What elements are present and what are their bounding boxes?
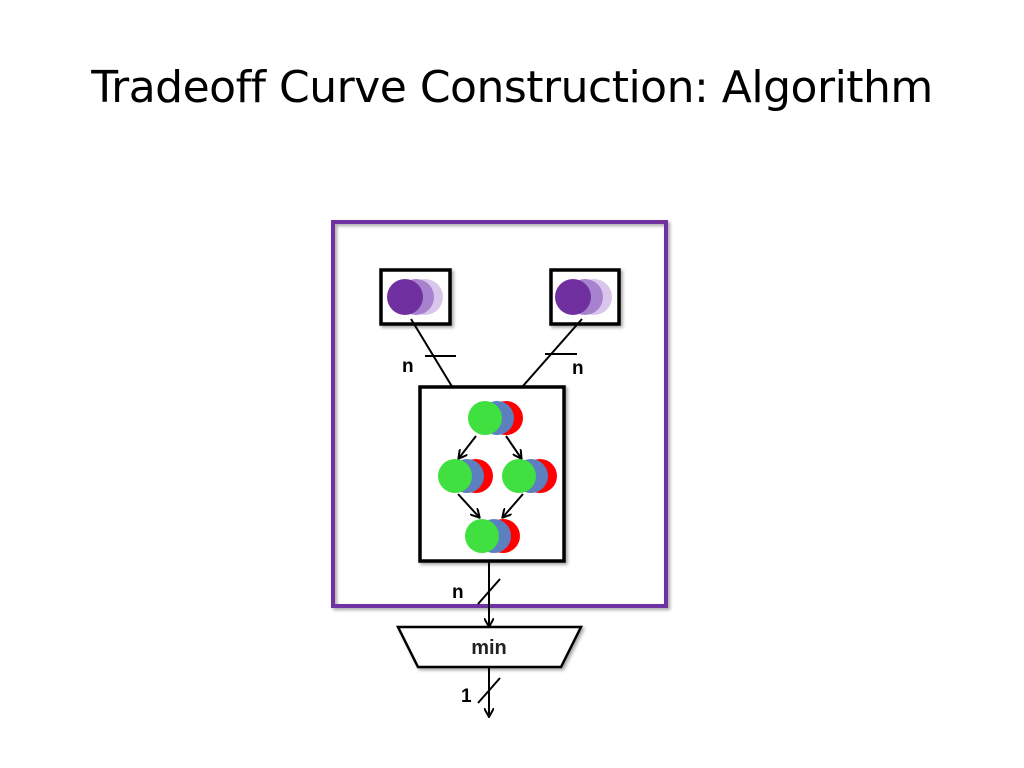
network-node-top	[468, 401, 523, 435]
min-block: min	[395, 625, 584, 669]
network-edge	[459, 435, 477, 458]
final-width-label: 1	[461, 686, 472, 707]
output-bus-tick	[477, 578, 501, 605]
network-node-left	[438, 459, 493, 493]
network-node-right	[502, 459, 557, 493]
left-width-label: n	[402, 356, 414, 377]
network-node-bottom	[465, 519, 520, 553]
right-width-label: n	[572, 358, 584, 379]
slide-title: Tradeoff Curve Construction: Algorithm	[91, 62, 933, 113]
final-bus-tick	[477, 677, 501, 704]
network-edge	[457, 493, 479, 517]
left-input-register	[379, 268, 452, 326]
network-edge	[505, 435, 521, 458]
network-edge	[503, 493, 524, 517]
right-input-register	[549, 268, 621, 326]
outer-frame	[331, 220, 668, 608]
min-label: min	[471, 637, 507, 659]
output-width-label: n	[452, 582, 464, 603]
